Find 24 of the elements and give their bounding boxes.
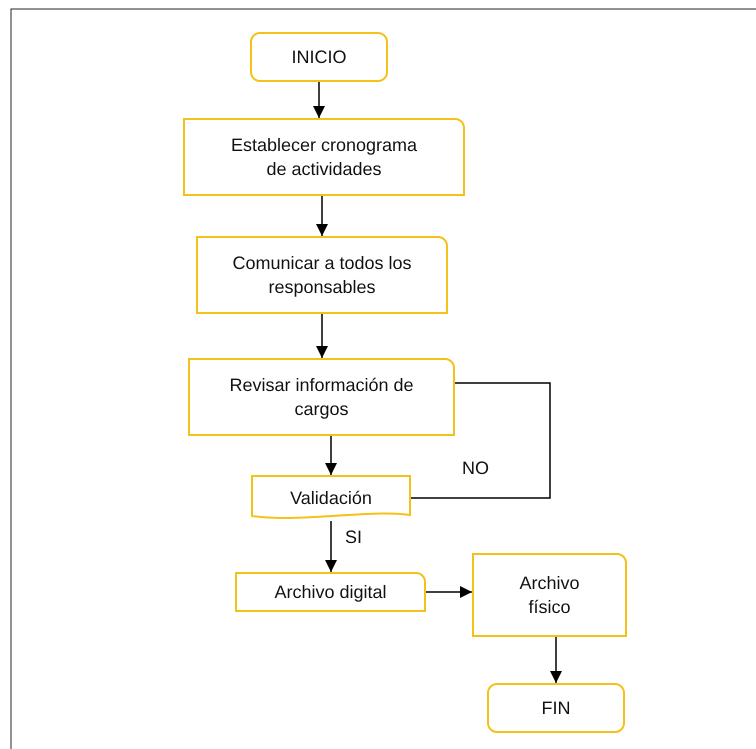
process-box — [183, 118, 465, 196]
document-shape — [251, 475, 411, 521]
node-text: Comunicar a todos los responsables — [231, 252, 413, 299]
node-text: Revisar información de cargos — [228, 374, 415, 421]
node-text: Archivo físico — [518, 572, 581, 619]
arrow — [316, 196, 328, 236]
node-text: Archivo digital — [274, 580, 387, 604]
arrow — [325, 436, 337, 475]
terminal-box — [487, 683, 625, 733]
arrow — [325, 521, 337, 572]
process-box — [472, 553, 627, 637]
arrow — [313, 82, 325, 118]
process-box — [188, 358, 455, 436]
node-text: Establecer cronograma de actividades — [230, 134, 418, 181]
arrow — [550, 637, 562, 683]
arrow — [426, 586, 472, 598]
terminal-box — [250, 32, 388, 82]
process-box — [235, 572, 426, 612]
process-box — [196, 236, 448, 314]
connector-line — [411, 382, 551, 499]
node-text: INICIO — [291, 46, 346, 69]
node-text: Validación — [290, 486, 372, 510]
node-text: FIN — [542, 696, 570, 720]
arrow — [316, 314, 328, 358]
